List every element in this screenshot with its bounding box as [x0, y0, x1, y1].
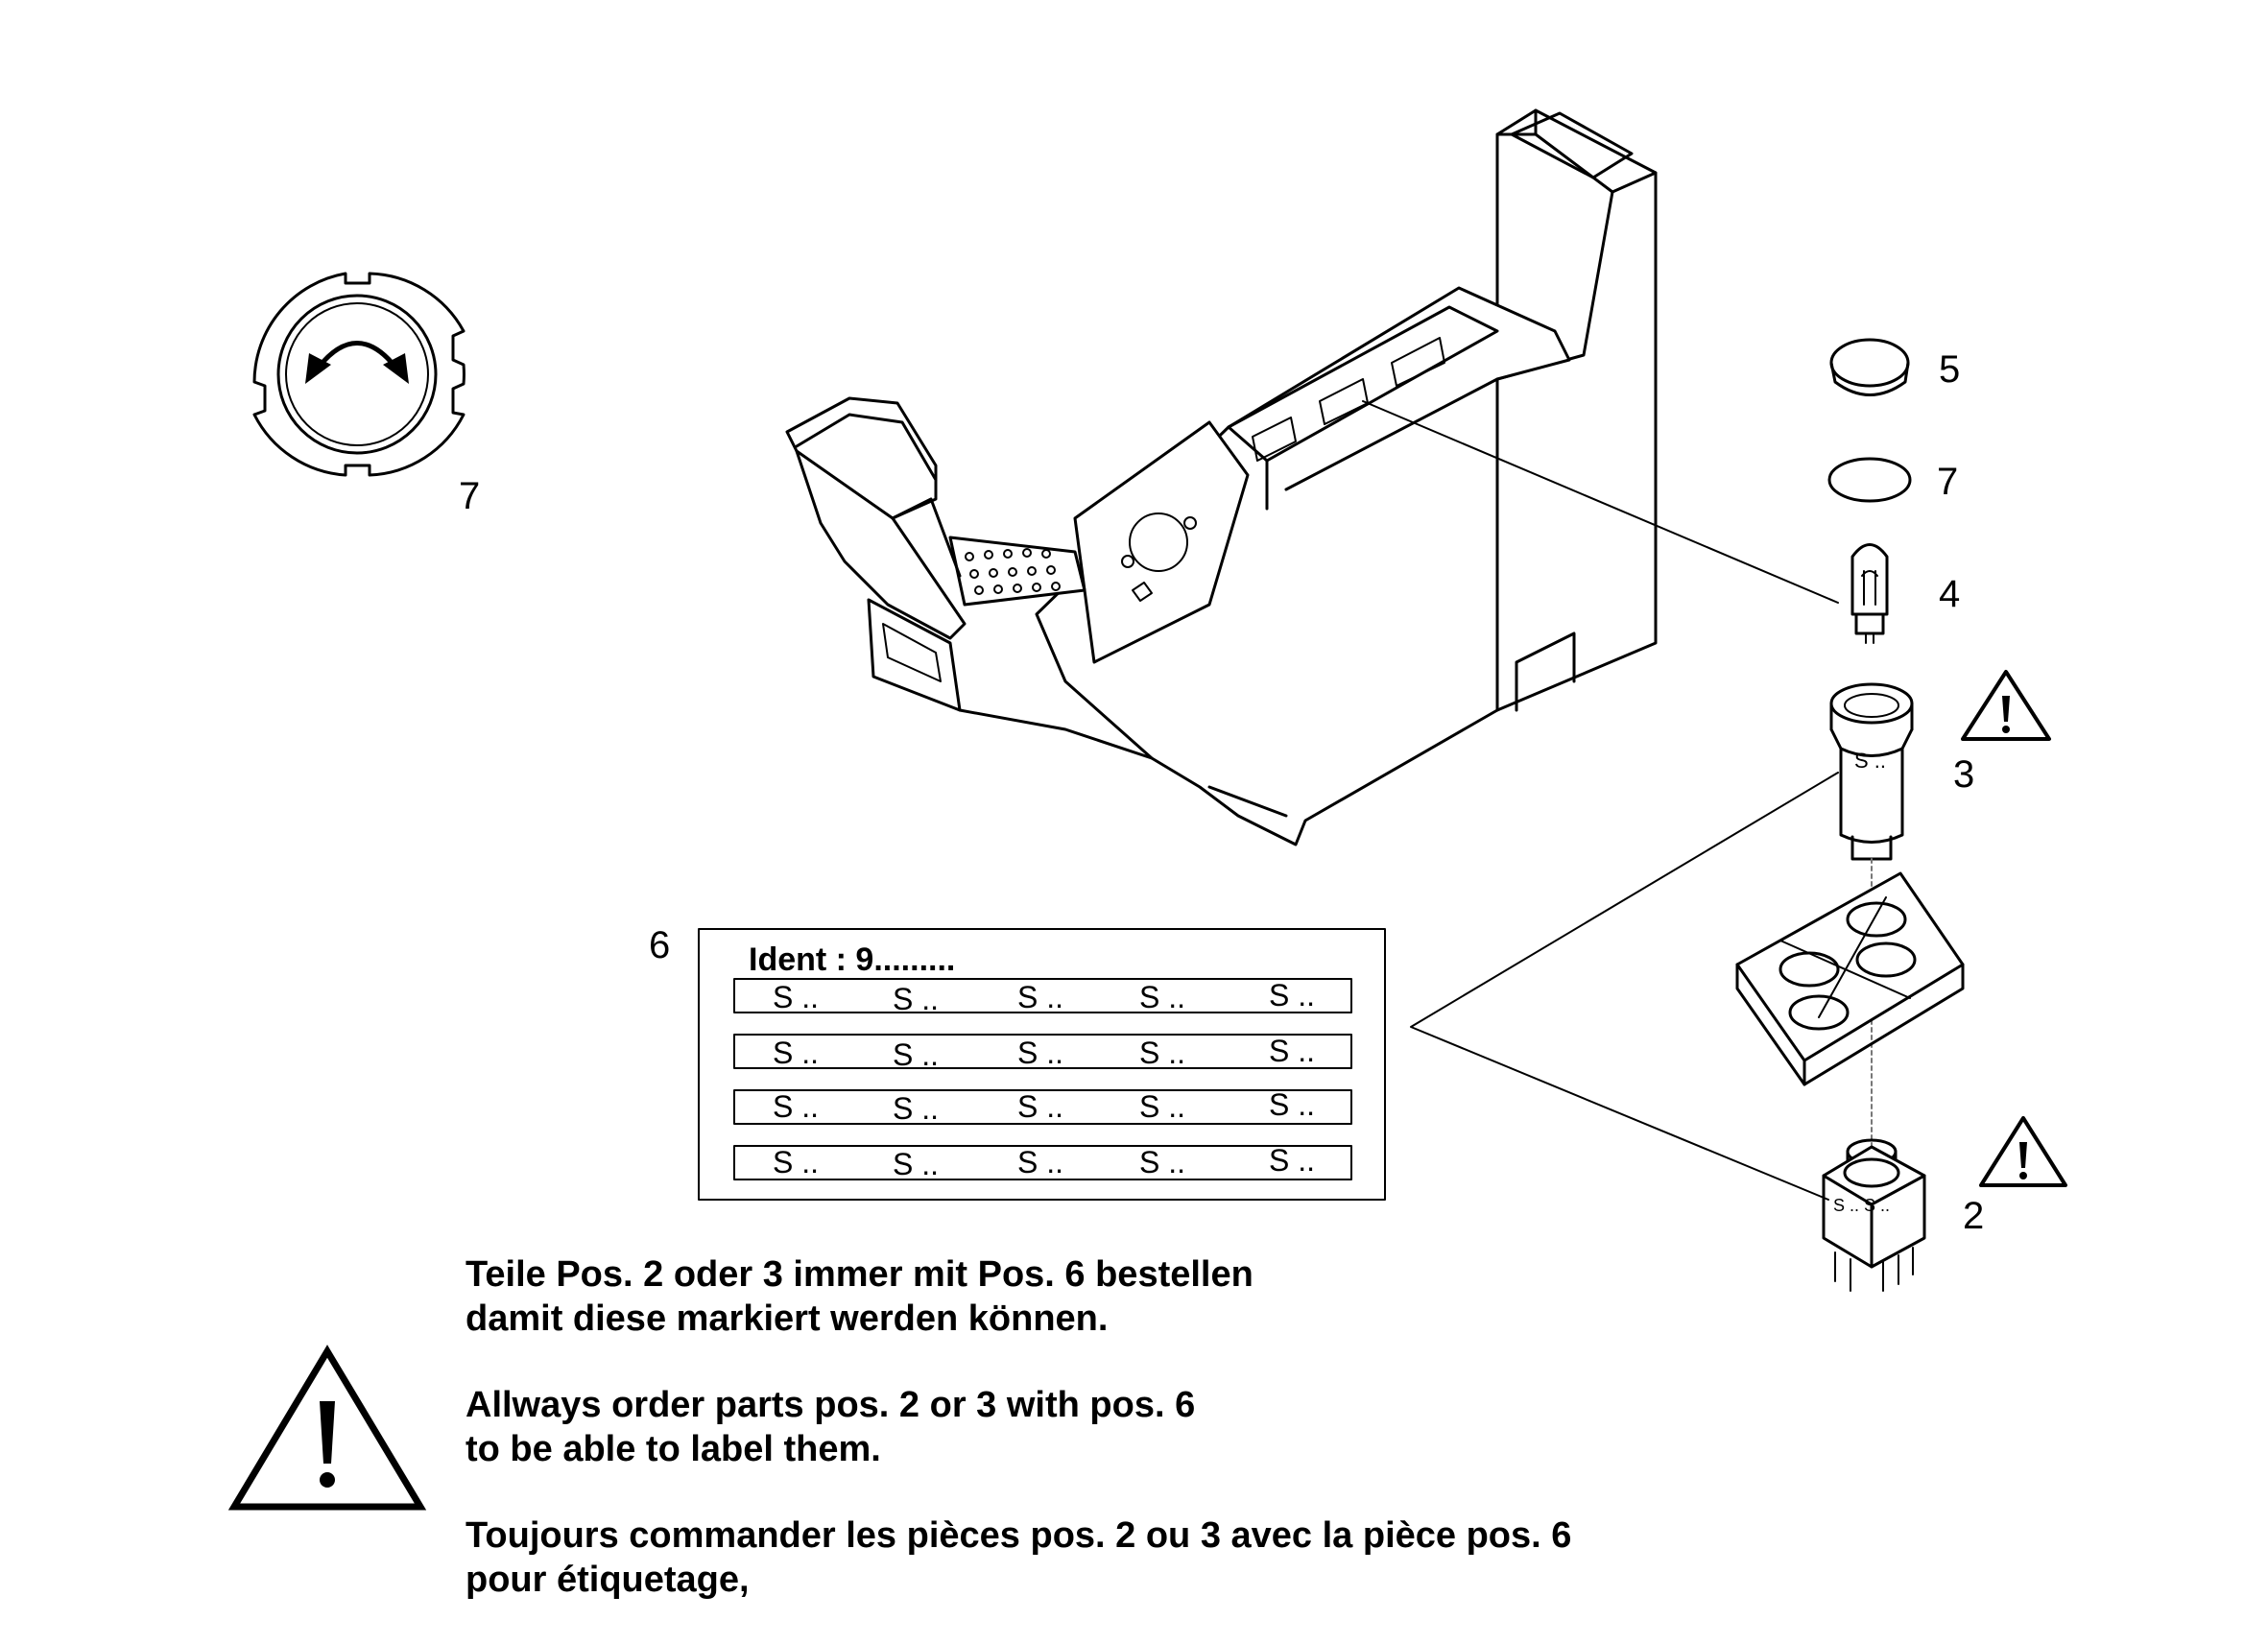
label-cell: S ..: [1139, 980, 1185, 1014]
locking-ring: [252, 272, 466, 477]
note-german: Teile Pos. 2 oder 3 immer mit Pos. 6 bes…: [466, 1252, 1809, 1341]
label-cell: S ..: [1269, 1087, 1315, 1122]
label-cell: S ..: [773, 1089, 819, 1124]
label-cell: S ..: [893, 1147, 939, 1181]
label-cell: S ..: [1017, 1036, 1063, 1070]
callout-cap: 5: [1939, 348, 1960, 391]
note-line: damit diese markiert werden können.: [466, 1299, 1109, 1339]
label-cell: S ..: [773, 980, 819, 1014]
bulb: [1850, 543, 1889, 644]
label-cell: S ..: [1017, 1089, 1063, 1124]
round-switch-marking: S ..: [1854, 749, 1886, 773]
ordering-notes: Teile Pos. 2 oder 3 immer mit Pos. 6 bes…: [466, 1252, 1809, 1644]
square-switch: S .. S ..: [1822, 1138, 1926, 1292]
label-cell: S ..: [773, 1145, 819, 1179]
callout-switch-square: 2: [1963, 1195, 1984, 1237]
warning-triangle-icon: [1979, 1116, 2067, 1187]
label-cell: S ..: [773, 1036, 819, 1070]
label-cell: S ..: [1017, 980, 1063, 1014]
vent-grille: [965, 548, 1061, 595]
label-cell: S ..: [1269, 1034, 1315, 1068]
o-ring: [1827, 457, 1912, 503]
label-cell: S ..: [1269, 978, 1315, 1013]
label-cell: S ..: [1017, 1145, 1063, 1179]
callout-switch-round: 3: [1953, 753, 1974, 796]
warning-triangle-icon: [1961, 670, 2051, 741]
label-cell: S ..: [893, 1037, 939, 1072]
warning-triangle-icon: [227, 1345, 427, 1511]
note-line: to be able to label them.: [466, 1429, 881, 1469]
label-cell: S ..: [1139, 1036, 1185, 1070]
rotate-arrow-icon: [305, 341, 409, 384]
round-switch: S ..: [1829, 682, 1914, 861]
label-ident: Ident : 9.........: [749, 941, 955, 978]
leader-label-switches: [1410, 772, 1839, 1201]
callout-label-sheet: 6: [649, 924, 670, 966]
label-cell: S ..: [893, 982, 939, 1016]
label-sheet: Ident : 9......... S .. S .. S .. S .. S…: [698, 928, 1386, 1201]
label-cell: S ..: [893, 1091, 939, 1126]
note-line: Toujours commander les pièces pos. 2 ou …: [466, 1515, 1572, 1556]
label-cell: S ..: [1139, 1089, 1185, 1124]
square-switch-marking: S .. S ..: [1833, 1196, 1890, 1215]
leader-bulb: [1362, 400, 1839, 604]
label-cell: S ..: [1269, 1143, 1315, 1178]
mounting-plate: [1735, 871, 1965, 1086]
callout-oring: 7: [1937, 461, 1958, 503]
cover-cap: [1829, 338, 1910, 396]
note-french: Toujours commander les pièces pos. 2 ou …: [466, 1513, 1809, 1602]
label-cell: S ..: [1139, 1145, 1185, 1179]
center-console: [785, 108, 1658, 846]
note-line: Allways order parts pos. 2 or 3 with pos…: [466, 1385, 1196, 1425]
callout-ring: 7: [459, 475, 480, 517]
note-english: Allways order parts pos. 2 or 3 with pos…: [466, 1383, 1809, 1471]
callout-bulb: 4: [1939, 573, 1960, 615]
note-line: pour étiquetage,: [466, 1560, 750, 1600]
note-line: Teile Pos. 2 oder 3 immer mit Pos. 6 bes…: [466, 1254, 1253, 1295]
